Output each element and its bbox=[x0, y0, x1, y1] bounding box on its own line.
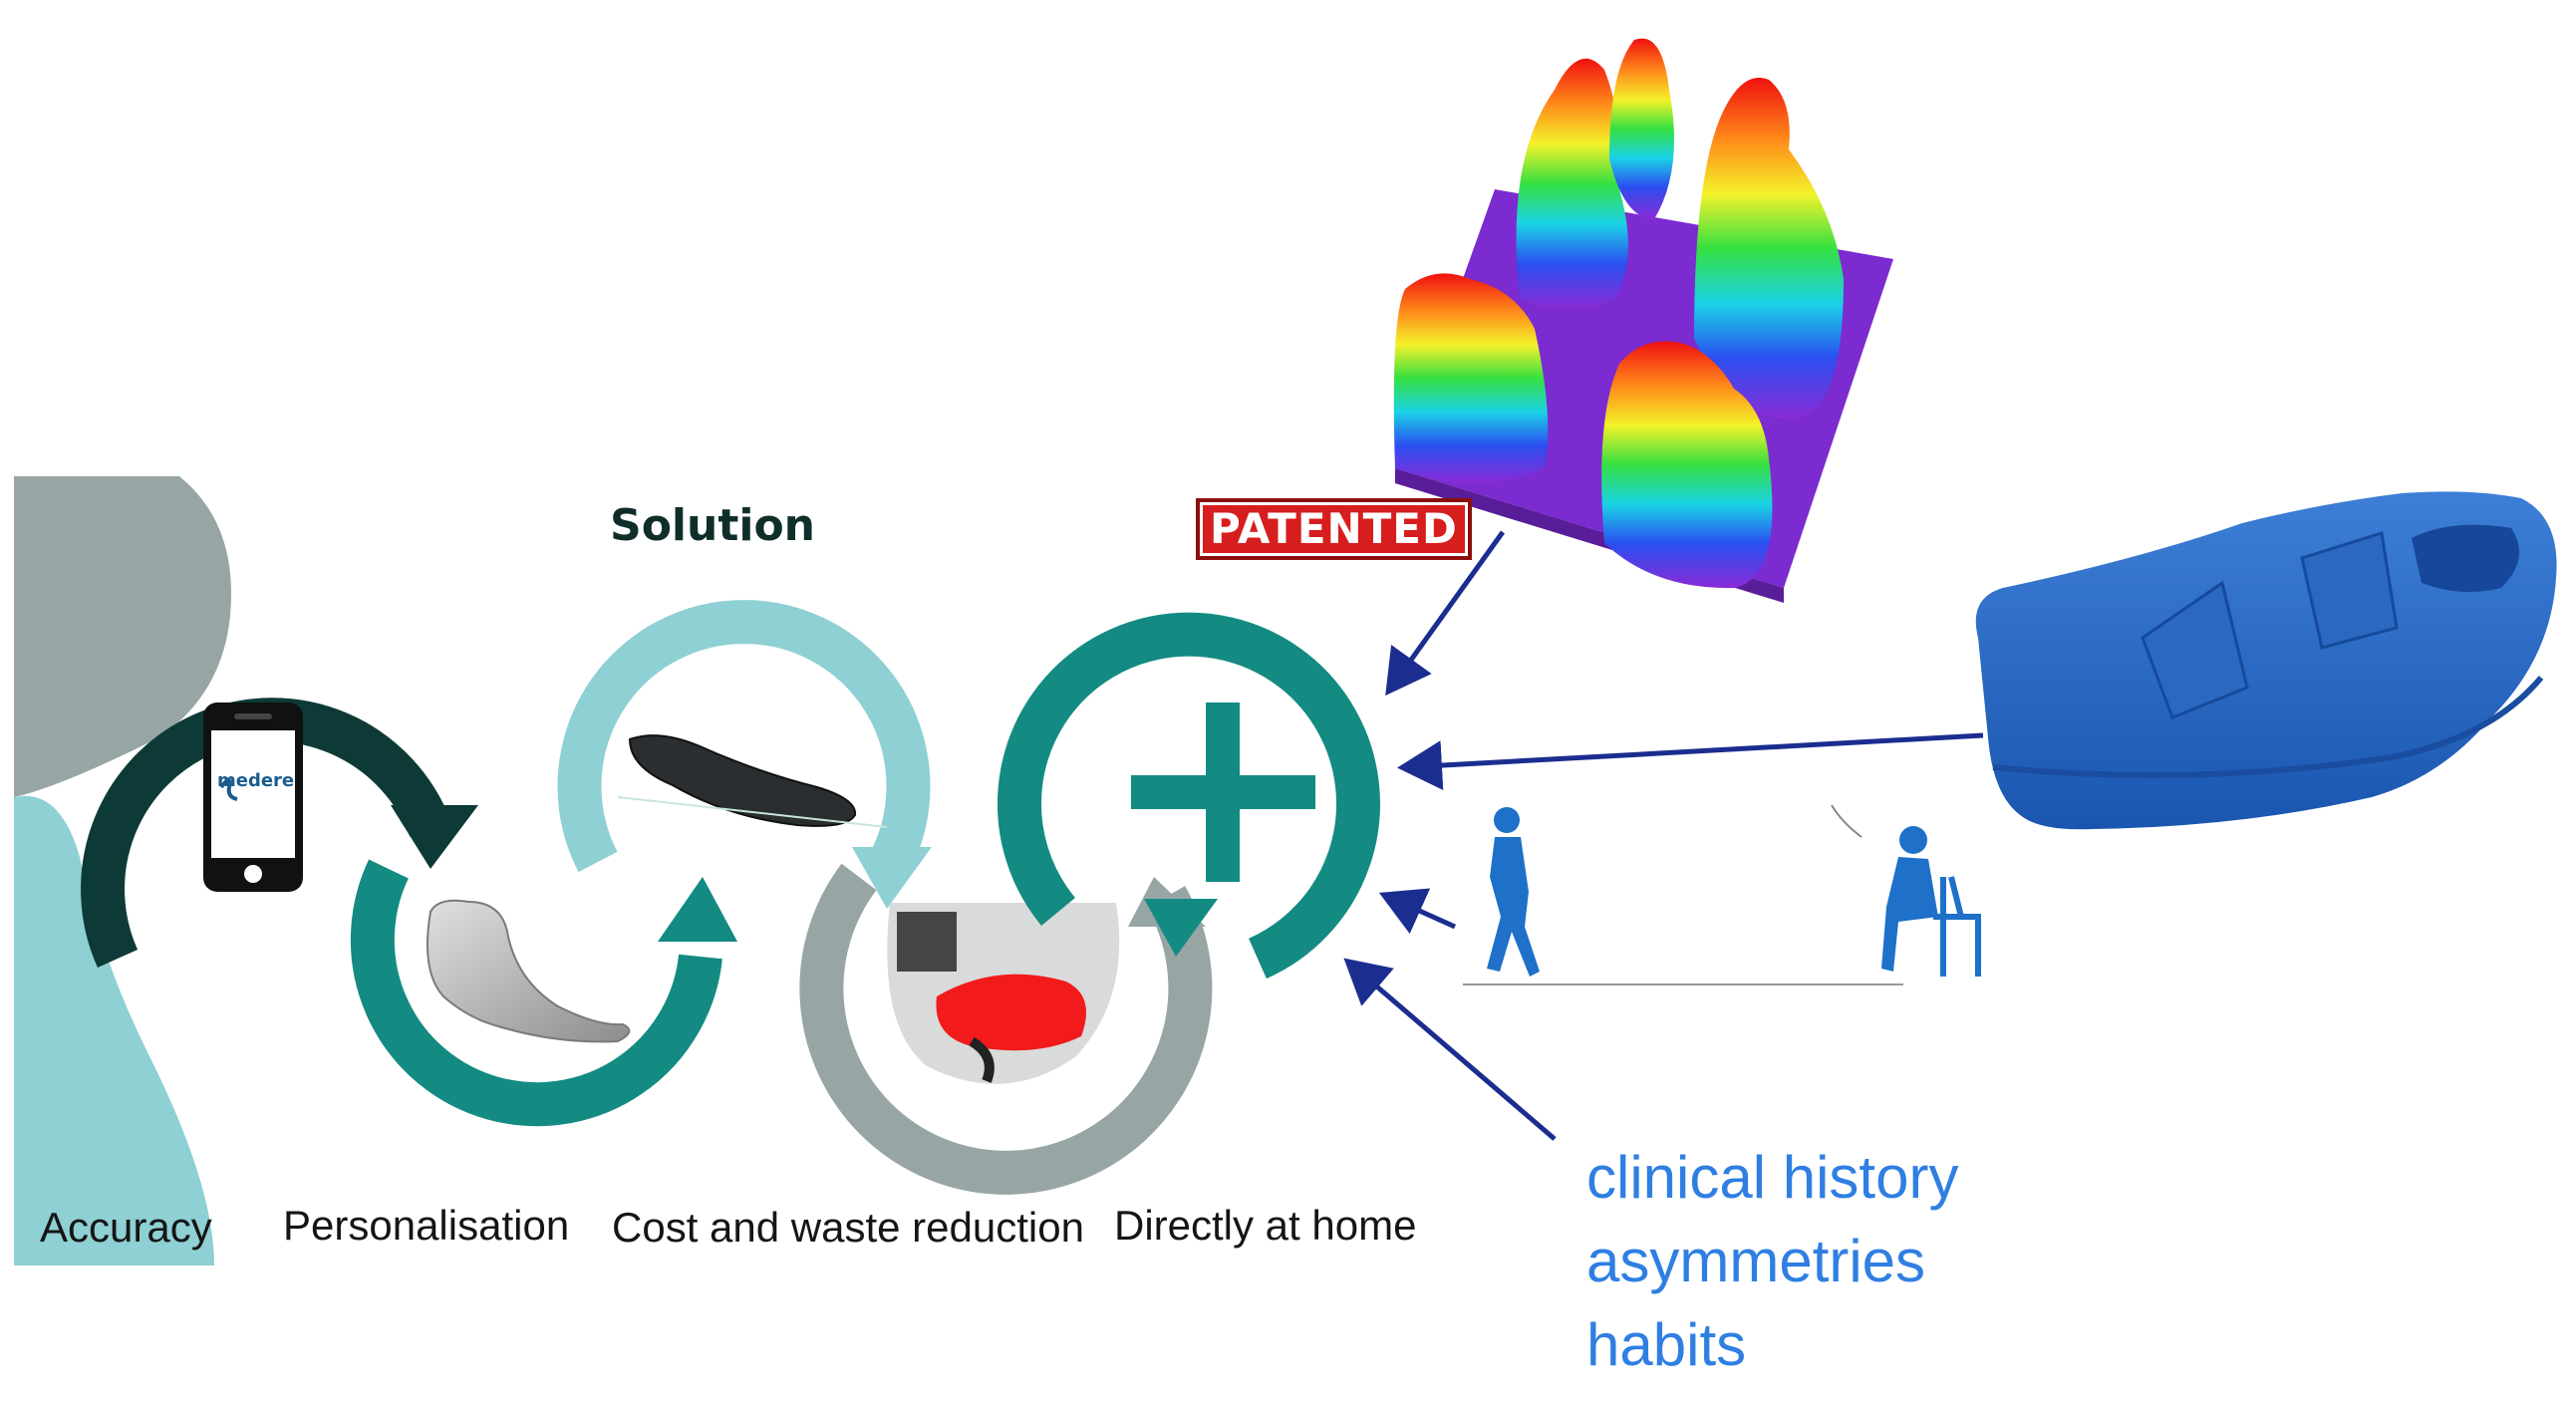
foot-scan-icon bbox=[426, 899, 631, 1043]
stage-printing-cycle bbox=[799, 863, 1213, 1195]
stage-cost-cycle bbox=[557, 600, 932, 909]
stage-home-cycle bbox=[997, 612, 1380, 980]
arrow-notes bbox=[1343, 958, 1557, 1141]
stage-label-home: Directly at home bbox=[1114, 1202, 1417, 1249]
note-asymmetries: asymmetries bbox=[1586, 1228, 1926, 1294]
arrow-pressure bbox=[1385, 530, 1506, 697]
plus-icon bbox=[1131, 702, 1315, 882]
arrow-gait bbox=[1378, 888, 1457, 935]
stage-label-personalisation: Personalisation bbox=[283, 1202, 570, 1249]
arrow-shoe bbox=[1397, 732, 1984, 791]
shoe-icon bbox=[1975, 491, 2557, 830]
clinical-notes: clinical history asymmetries habits bbox=[1586, 1136, 1958, 1387]
sitting-person-icon bbox=[1831, 804, 1981, 977]
note-habits: habits bbox=[1586, 1311, 1747, 1378]
note-clinical-history: clinical history bbox=[1586, 1144, 1959, 1211]
cycle-arrowhead-icon bbox=[1144, 899, 1218, 957]
3d-printer-photo-icon bbox=[887, 903, 1120, 1084]
stage-label-cost: Cost and waste reduction bbox=[612, 1204, 1084, 1251]
side-decoration bbox=[14, 476, 231, 1265]
cycle-arrowhead-icon bbox=[852, 847, 932, 909]
smartphone-icon bbox=[203, 702, 303, 892]
input-arrows bbox=[1343, 530, 1984, 1141]
app-logo: medere bbox=[217, 770, 295, 791]
stage-personalisation-cycle bbox=[350, 859, 737, 1127]
stage-label-accuracy: Accuracy bbox=[40, 1204, 212, 1251]
pressure-surface-icon bbox=[1393, 38, 1893, 603]
stage-accuracy-cycle bbox=[81, 698, 478, 968]
cycle-arrowhead-icon bbox=[391, 805, 478, 869]
cycle-arrowhead-icon bbox=[658, 877, 737, 942]
solution-heading: Solution bbox=[610, 500, 815, 551]
walking-person-icon bbox=[1487, 807, 1540, 977]
patented-badge: PATENTED bbox=[1196, 498, 1472, 561]
insole-icon bbox=[617, 734, 888, 828]
